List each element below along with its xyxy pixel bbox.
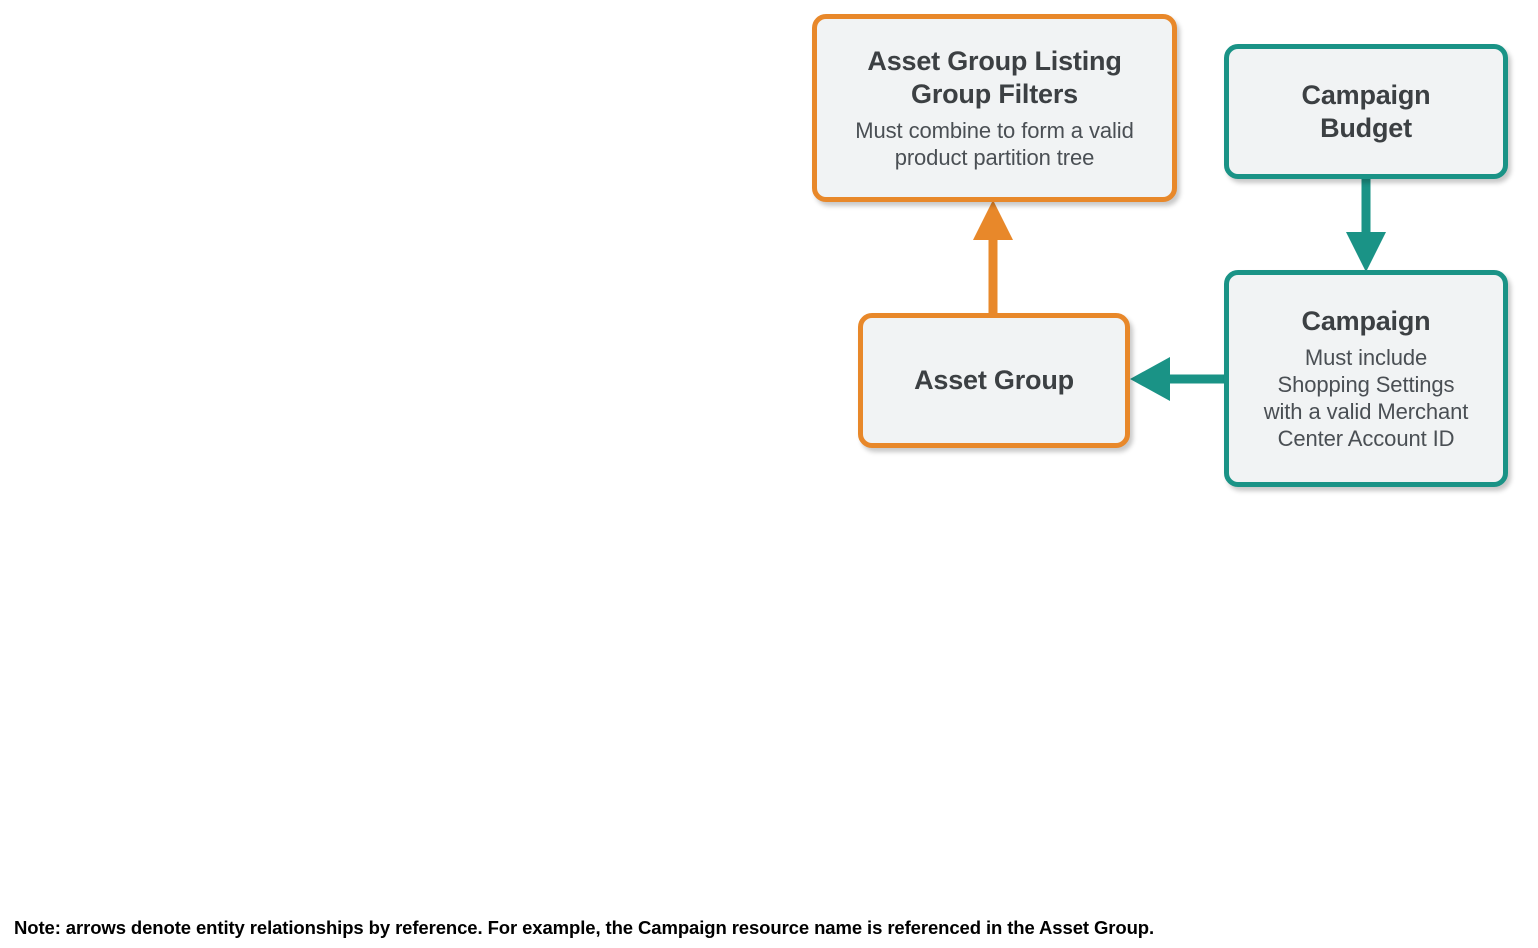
edge-campaign-budget-to-campaign bbox=[1346, 177, 1386, 272]
node-campaign[interactable]: Campaign Must include Shopping Settings … bbox=[1224, 270, 1508, 487]
edge-asset-group-to-listing-group-filters bbox=[973, 200, 1013, 315]
footer-note: Note: arrows denote entity relationships… bbox=[14, 917, 1155, 938]
node-title: Campaign bbox=[1301, 306, 1431, 336]
node-asset-group-listing-group-filters[interactable]: Asset Group Listing Group Filters Must c… bbox=[812, 14, 1177, 202]
node-title: Asset Group Listing Group Filters bbox=[867, 46, 1122, 109]
node-title: Asset Group bbox=[914, 365, 1074, 395]
node-asset-group[interactable]: Asset Group bbox=[858, 313, 1130, 448]
node-title: Campaign Budget bbox=[1301, 79, 1431, 143]
node-campaign-budget[interactable]: Campaign Budget bbox=[1224, 44, 1508, 179]
node-description: Must include Shopping Settings with a va… bbox=[1263, 345, 1469, 451]
edge-campaign-to-asset-group bbox=[1130, 357, 1226, 401]
node-description: Must combine to form a valid product par… bbox=[855, 118, 1134, 170]
